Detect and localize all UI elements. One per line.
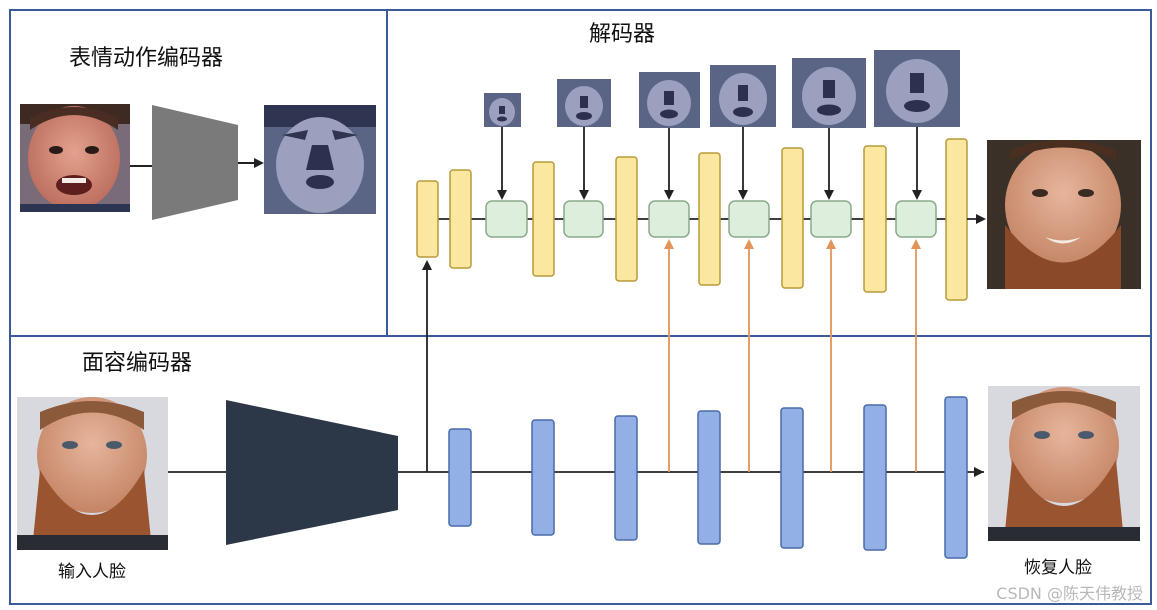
encoder-block xyxy=(697,410,721,545)
input-face-caption: 输入人脸 xyxy=(58,562,126,582)
encoder-block xyxy=(863,404,887,551)
fusion-nodes xyxy=(485,200,937,238)
decoder-block xyxy=(945,138,968,301)
expression-mask-image xyxy=(264,105,376,214)
encoder-blocks xyxy=(448,396,968,559)
decoder-blocks xyxy=(416,138,968,301)
encoder-block xyxy=(448,428,472,527)
encoder-output-arrowhead xyxy=(974,467,984,477)
expression-thumb-6 xyxy=(874,50,960,127)
thumbnail-arrows xyxy=(497,127,922,200)
decoder-block xyxy=(416,180,439,258)
skip-connections xyxy=(664,239,921,472)
decoder-block xyxy=(532,161,555,277)
encoder-block xyxy=(531,419,555,536)
decoder-block xyxy=(698,152,721,286)
expression-thumb-3 xyxy=(639,72,700,128)
expression-thumb-2 xyxy=(557,79,611,127)
expression-thumb-5 xyxy=(792,58,866,128)
face-encoder-title: 面容编码器 xyxy=(82,351,193,376)
restored-face-caption: 恢复人脸 xyxy=(1024,558,1092,578)
fusion-node xyxy=(485,200,528,238)
decoder-title: 解码器 xyxy=(589,22,656,47)
child-face-image xyxy=(20,104,130,212)
decoder-block xyxy=(781,147,804,289)
input-face-image xyxy=(17,397,168,550)
encoder-block xyxy=(780,407,804,549)
fusion-node xyxy=(728,200,770,238)
fusion-node xyxy=(895,200,937,238)
watermark: CSDN @陈天伟教授 xyxy=(996,584,1143,603)
decoder-block xyxy=(449,169,472,269)
expression-encoder-trapezoid xyxy=(152,105,238,220)
encoder-block xyxy=(944,396,968,559)
face-encoder-trapezoid xyxy=(226,400,398,545)
face-encoder-panel xyxy=(9,335,1152,605)
restored-face-image xyxy=(988,386,1140,541)
fusion-node xyxy=(563,200,604,238)
fusion-node xyxy=(810,200,852,238)
expression-thumb-1 xyxy=(484,93,521,127)
fusion-node xyxy=(648,200,690,238)
decoder-block xyxy=(863,145,887,293)
output-expression-face-image xyxy=(987,140,1141,289)
decoder-block xyxy=(615,156,638,282)
expression-thumb-4 xyxy=(710,65,776,127)
expression-encoder-title: 表情动作编码器 xyxy=(69,46,224,71)
encoder-block xyxy=(614,415,638,541)
